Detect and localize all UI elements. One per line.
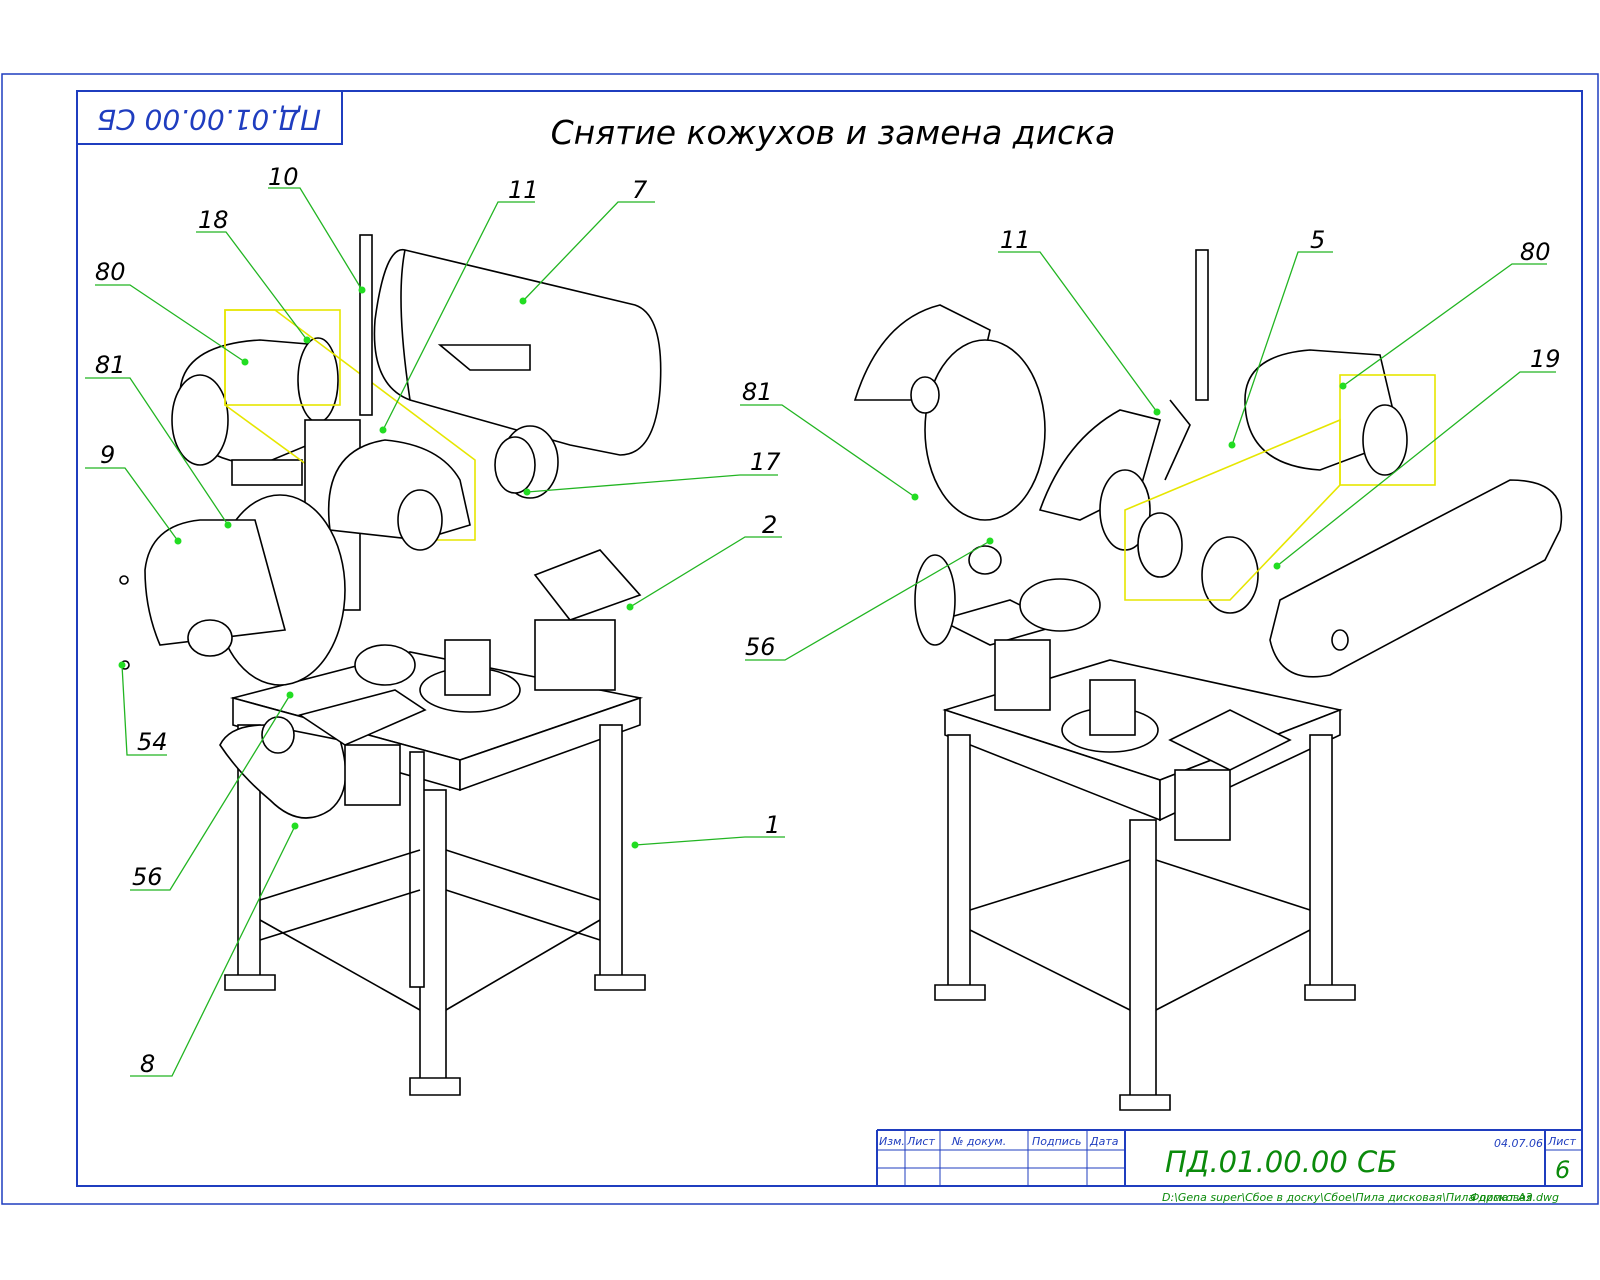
callout-left-18: 18 [198,206,229,234]
right-leaders [740,251,1556,661]
mirrored-stamp-box: ПД.01.00.00 СБ [76,90,343,145]
callout-left-2: 2 [762,511,777,539]
tb-sheet-number: 6 [1555,1156,1570,1184]
callout-left-81: 81 [95,351,126,379]
tb-header-date: Дата [1089,1135,1119,1148]
callout-left-8: 8 [140,1050,155,1078]
tb-header-doc: № докум. [951,1135,1006,1148]
callout-left-1: 1 [765,811,780,839]
callout-left-9: 9 [100,441,115,469]
tb-header-sign: Подпись [1032,1135,1081,1148]
left-callouts: 10 18 80 81 9 54 56 8 11 7 17 2 1 [95,163,781,1078]
right-saw-disc [924,339,1046,521]
left-stand [224,651,646,1096]
callout-left-80: 80 [95,258,126,286]
tb-header-izm: Изм. [879,1135,905,1148]
callout-right-80: 80 [1520,238,1551,266]
tb-doc-number: ПД.01.00.00 СБ [1165,1145,1397,1179]
title-block: Изм. Лист № докум. Подпись Дата ПД.01.00… [876,1129,1582,1204]
callout-left-10: 10 [268,163,299,191]
left-belt-guard [373,249,662,456]
right-callouts: 11 5 80 19 81 56 [742,226,1561,661]
inner-frame [76,90,1583,1187]
callout-right-19: 19 [1530,345,1561,373]
tb-format: Формат А3 [1470,1191,1533,1204]
callout-right-56: 56 [745,633,776,661]
callout-left-17: 17 [750,448,781,476]
callout-left-7: 7 [632,176,648,204]
callout-left-56: 56 [132,863,163,891]
callout-left-54: 54 [137,728,168,756]
tb-header-list: Лист [906,1135,935,1148]
tb-file-path: D:\Gena super\Сбое в доску\Сбое\Пила дис… [1162,1191,1559,1204]
left-motor [171,337,339,486]
right-machine-view [853,249,1563,1111]
left-machine-view [119,234,662,1096]
tb-date: 04.07.06 [1494,1137,1543,1150]
callout-right-11: 11 [1000,226,1031,254]
tb-sheet-label: Лист [1547,1135,1576,1148]
drawing-title: Снятие кожухов и замена диска [551,113,1116,152]
mirrored-stamp-text: ПД.01.00.00 СБ [97,103,321,136]
callout-left-11: 11 [508,176,539,204]
callout-right-81: 81 [742,378,773,406]
callout-right-5: 5 [1310,226,1325,254]
left-leaders [85,187,785,1077]
outer-frame [1,73,1599,1205]
